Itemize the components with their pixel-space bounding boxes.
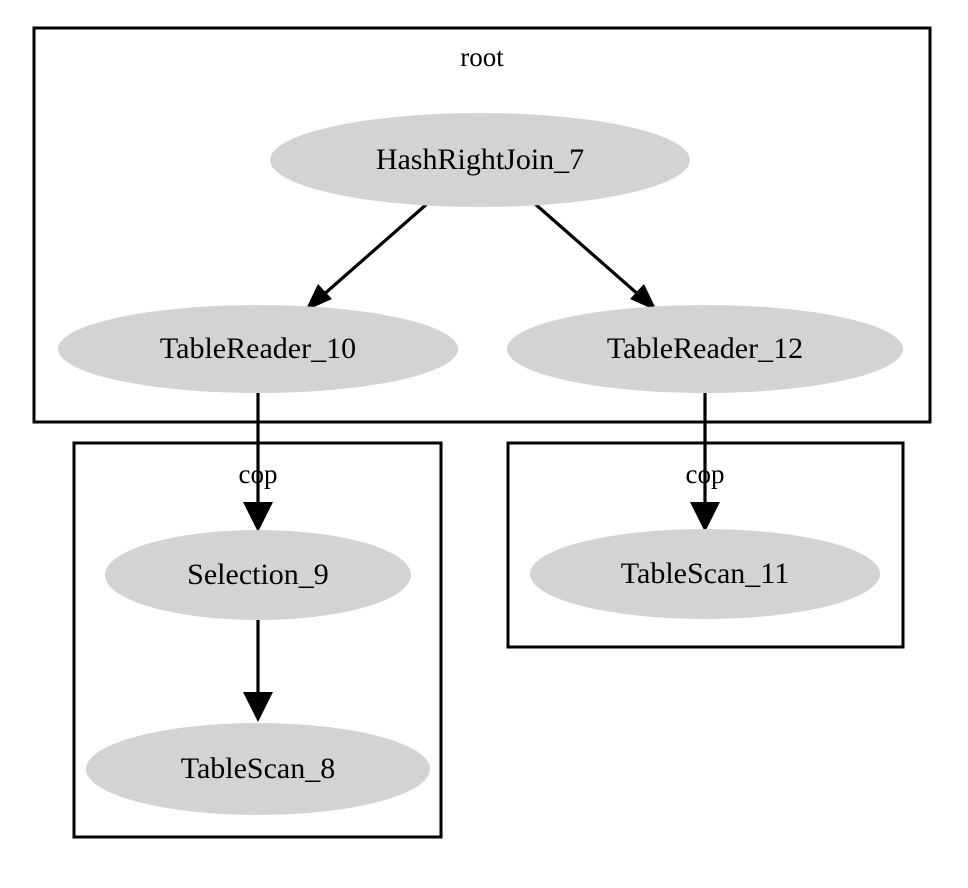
node-table-scan-11[interactable]: TableScan_11 xyxy=(530,529,880,619)
edge-reader12-scan11-arrowhead xyxy=(690,502,720,532)
edge-join7-reader10-line xyxy=(320,201,430,298)
node-table-reader-12-shape xyxy=(507,305,903,393)
node-table-reader-10[interactable]: TableReader_10 xyxy=(58,305,458,393)
node-table-reader-12[interactable]: TableReader_12 xyxy=(507,305,903,393)
node-table-reader-12-label: TableReader_12 xyxy=(607,332,803,365)
node-hash-right-join-7-shape xyxy=(270,113,690,207)
cluster-root-border xyxy=(32,26,932,424)
node-selection-9-label: Selection_9 xyxy=(187,558,329,591)
node-table-scan-11-shape xyxy=(530,529,880,619)
node-selection-9[interactable]: Selection_9 xyxy=(105,530,411,620)
node-hash-right-join-7-label: HashRightJoin_7 xyxy=(376,143,584,176)
edge-reader12-scan11[interactable] xyxy=(690,392,720,532)
node-table-scan-8-label: TableScan_8 xyxy=(181,752,336,785)
node-table-scan-11-label: TableScan_11 xyxy=(621,557,789,590)
node-table-reader-10-label: TableReader_10 xyxy=(160,332,356,365)
cluster-root[interactable]: root xyxy=(32,26,932,424)
node-selection-9-shape xyxy=(105,530,411,620)
node-table-reader-10-shape xyxy=(58,305,458,393)
edge-join7-reader12[interactable] xyxy=(532,201,657,311)
node-hash-right-join-7[interactable]: HashRightJoin_7 xyxy=(270,113,690,207)
edge-join7-reader12-line xyxy=(532,201,642,298)
edge-sel9-scan8[interactable] xyxy=(243,618,273,722)
cluster-root-label: root xyxy=(460,42,504,72)
edge-reader10-sel9-arrowhead xyxy=(243,502,273,532)
edge-join7-reader10-arrowhead xyxy=(305,284,332,311)
edge-join7-reader10[interactable] xyxy=(305,201,430,311)
edge-reader10-sel9[interactable] xyxy=(243,392,273,532)
edge-join7-reader12-arrowhead xyxy=(630,284,657,311)
node-table-scan-8[interactable]: TableScan_8 xyxy=(86,723,430,815)
edge-sel9-scan8-arrowhead xyxy=(243,692,273,722)
node-table-scan-8-shape xyxy=(86,723,430,815)
